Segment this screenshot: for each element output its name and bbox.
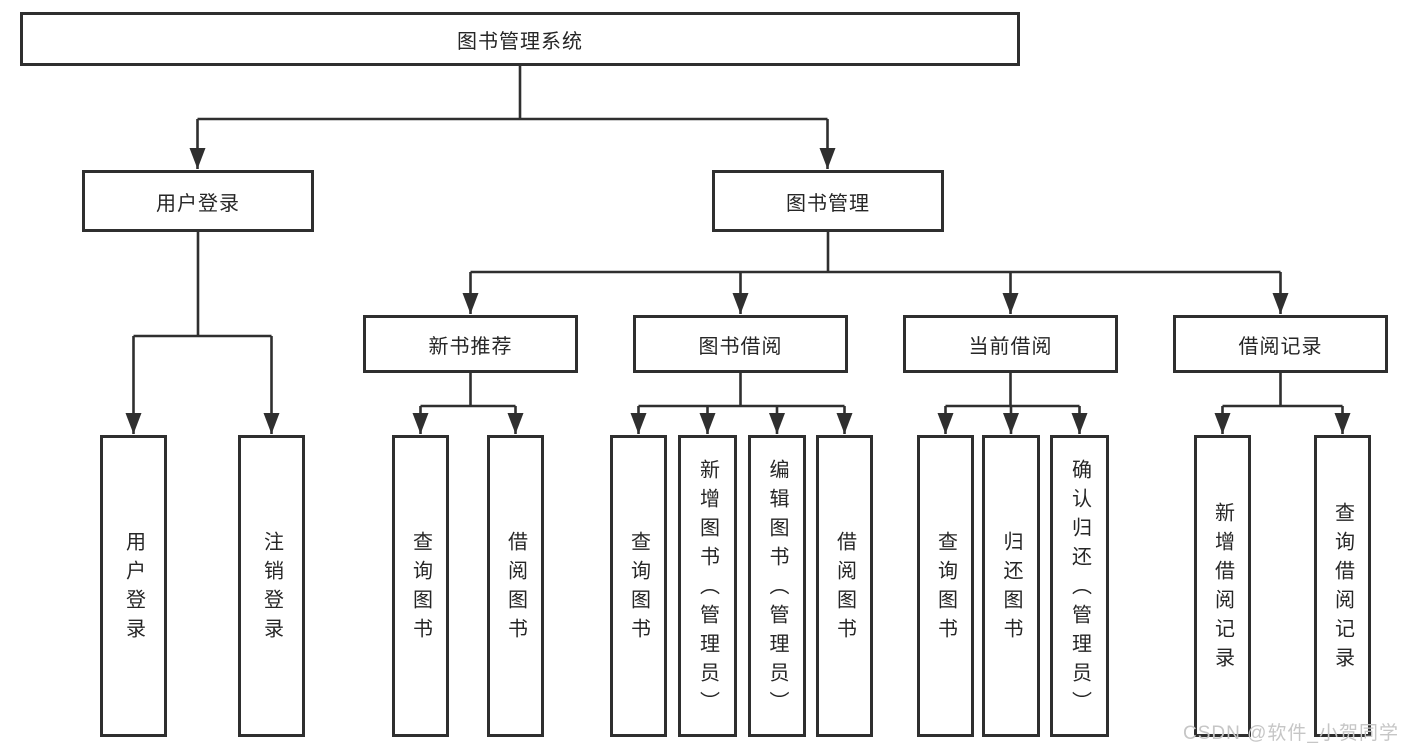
leaf-return-books: 归还图书 <box>982 435 1040 737</box>
node-book-management: 图书管理 <box>712 170 944 232</box>
node-current-borrow: 当前借阅 <box>903 315 1118 373</box>
node-new-book-recommend: 新书推荐 <box>363 315 578 373</box>
node-user-login: 用户登录 <box>82 170 314 232</box>
leaf-borrow-books: 借阅图书 <box>816 435 873 737</box>
leaf-add-borrow-record: 新增借阅记录 <box>1194 435 1251 737</box>
csdn-watermark: CSDN @软件_小贺同学 <box>1183 723 1399 744</box>
leaf-user-login: 用户登录 <box>100 435 167 737</box>
leaf-logout: 注销登录 <box>238 435 305 737</box>
leaf-query-borrow-record: 查询借阅记录 <box>1314 435 1371 737</box>
leaf-confirm-return-admin: 确认归还（管理员） <box>1050 435 1109 737</box>
leaf-query-books-recommend: 查询图书 <box>392 435 449 737</box>
leaf-query-books-current: 查询图书 <box>917 435 974 737</box>
node-root-system: 图书管理系统 <box>20 12 1020 66</box>
node-book-borrow: 图书借阅 <box>633 315 848 373</box>
leaf-edit-books-admin: 编辑图书（管理员） <box>748 435 806 737</box>
node-borrow-records: 借阅记录 <box>1173 315 1388 373</box>
leaf-borrow-books-recommend: 借阅图书 <box>487 435 544 737</box>
leaf-add-books-admin: 新增图书（管理员） <box>678 435 737 737</box>
leaf-query-books-borrow: 查询图书 <box>610 435 667 737</box>
